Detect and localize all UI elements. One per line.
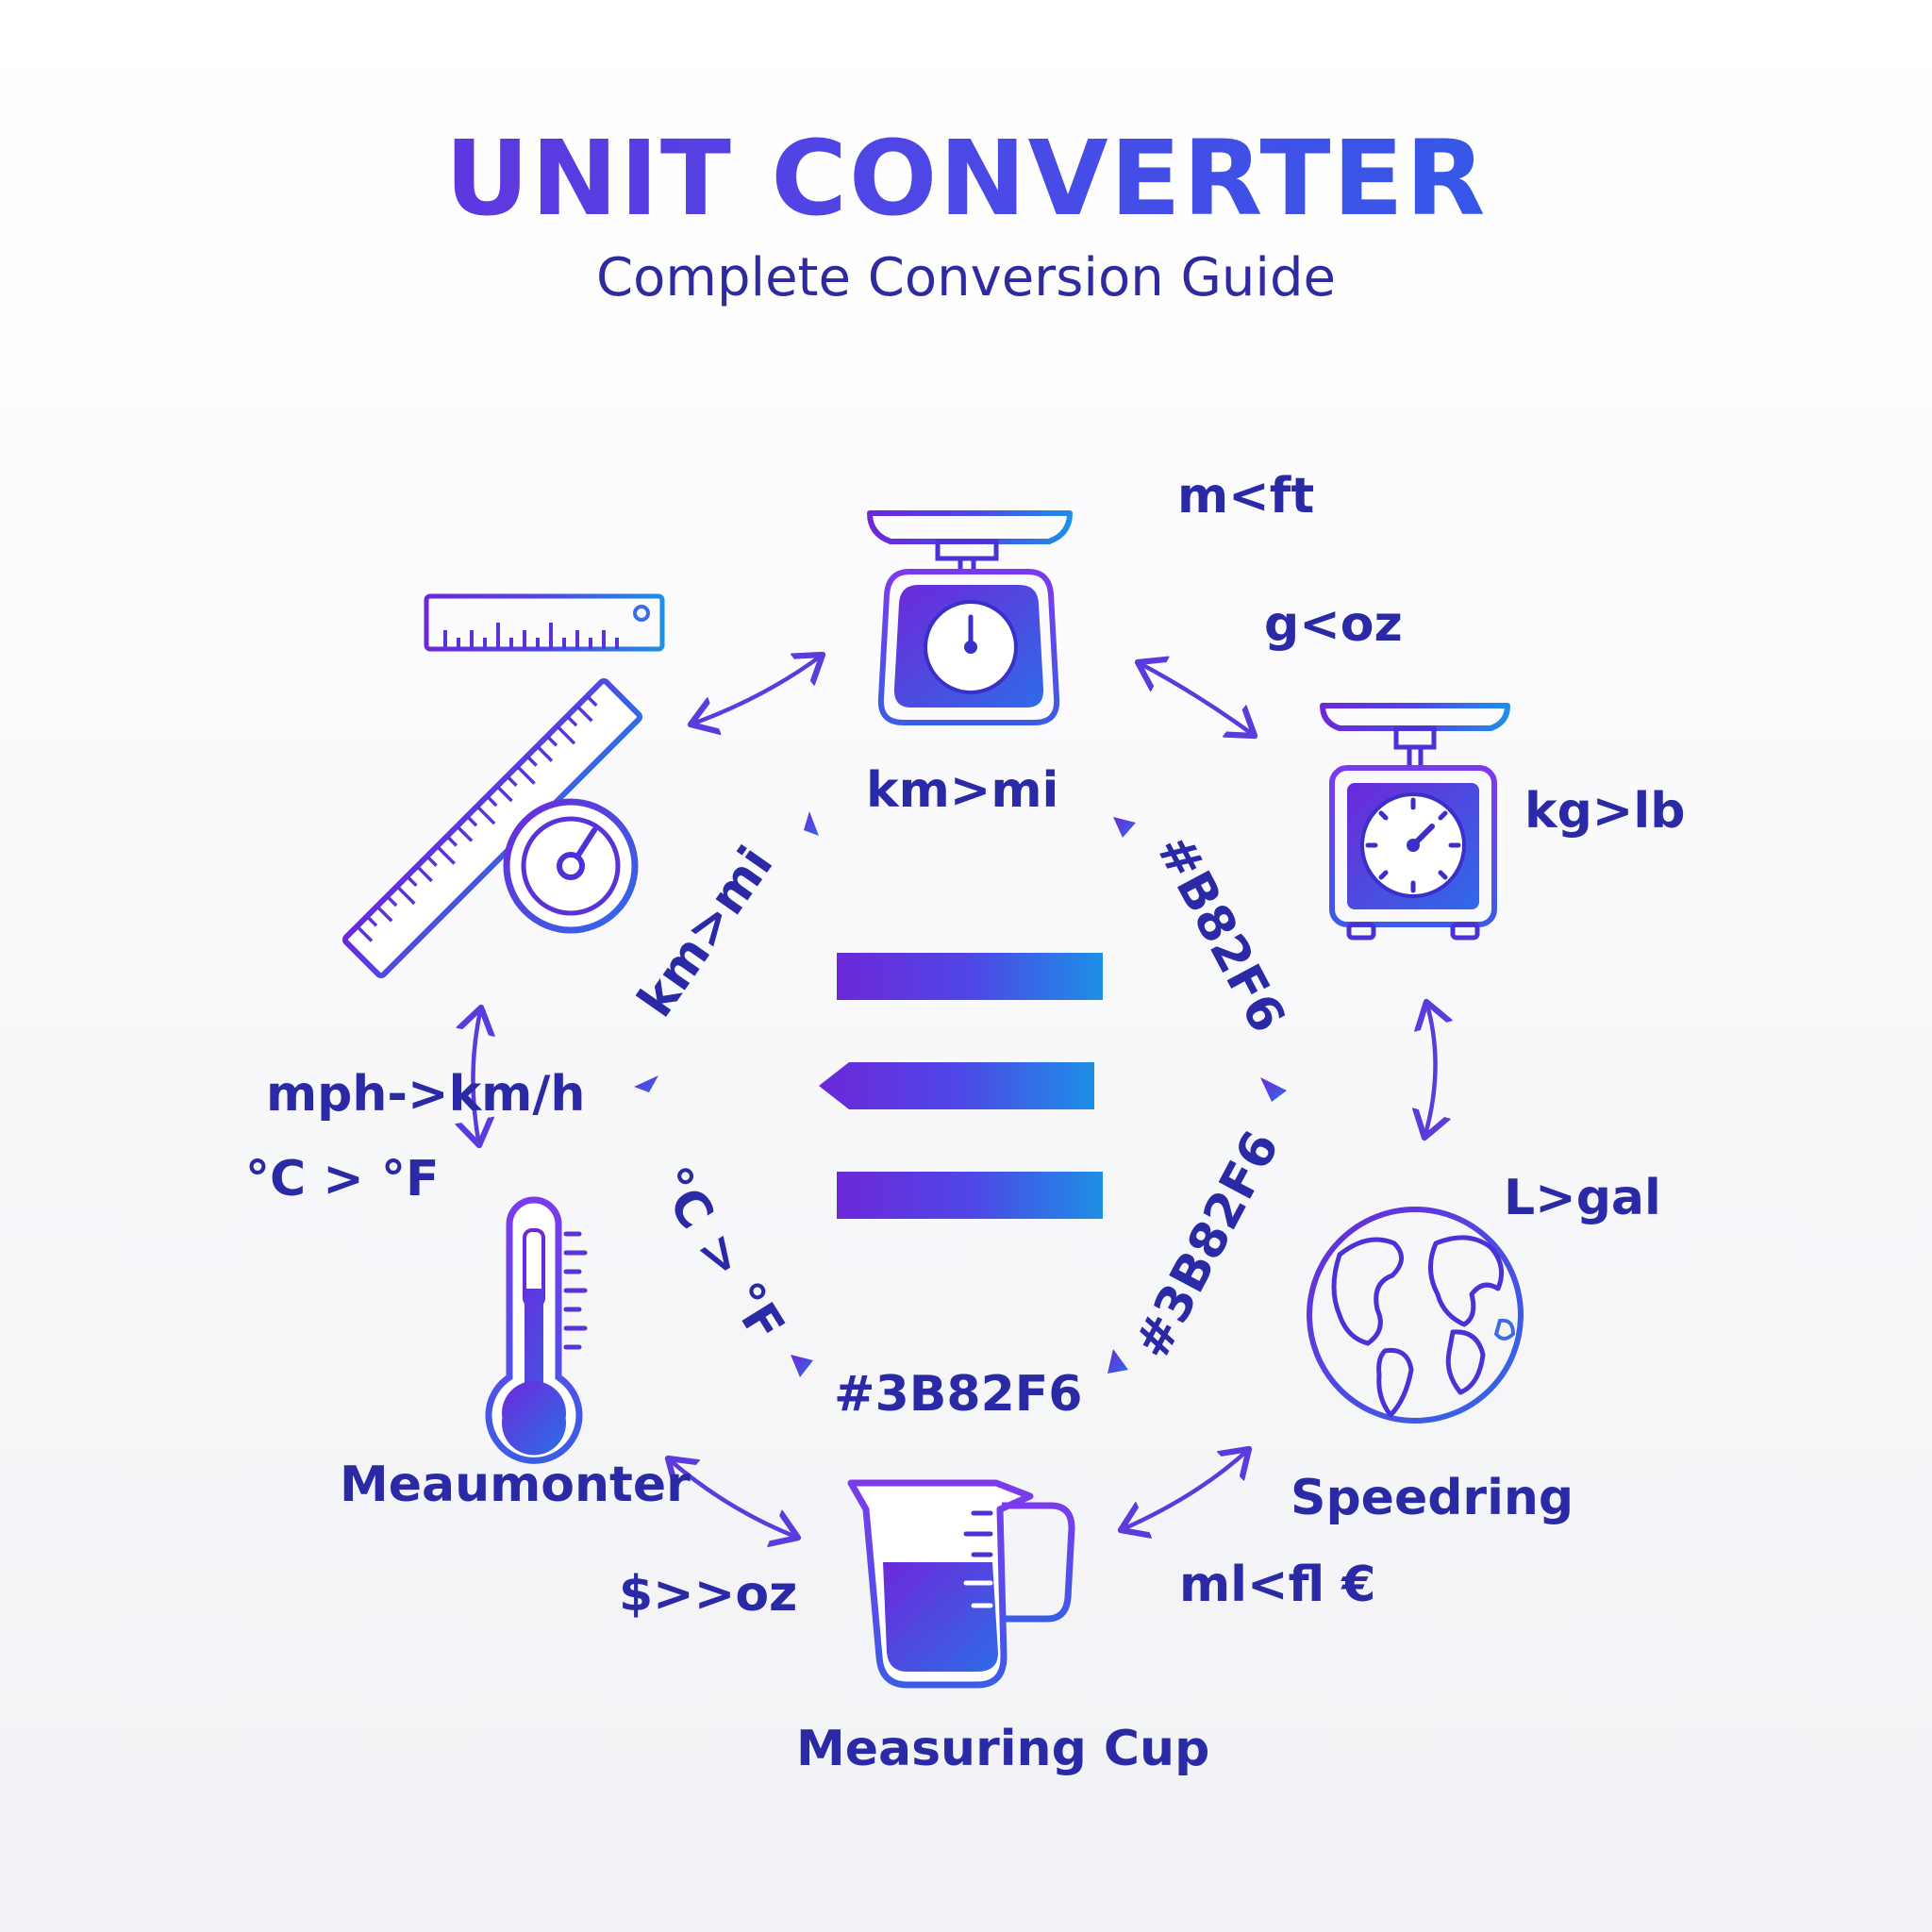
hamburger-menu-icon	[819, 953, 1103, 1219]
connector-arrows	[473, 655, 1435, 1538]
label-km-mi-left: km>mi	[609, 837, 802, 1027]
label-hex-right-upper: #B82F6	[1113, 826, 1327, 1042]
ruler-gauge-icon	[341, 677, 643, 979]
label-c-f-inner: °C > °F	[623, 1158, 816, 1352]
dial-scale-icon	[1320, 703, 1510, 941]
label-meaumonter: Meaumonter	[340, 1457, 691, 1513]
measuring-cup-icon	[847, 1479, 1075, 1689]
flat-ruler-icon	[424, 593, 665, 652]
label-dollar-oz: $>>oz	[619, 1566, 798, 1623]
label-km-mi-top: km>mi	[866, 762, 1059, 819]
label-m-ft: m<ft	[1177, 468, 1315, 525]
inner-ring-arrowheads	[634, 811, 1287, 1377]
page-subtitle: Complete Conversion Guide	[596, 247, 1336, 308]
label-speedring: Speedring	[1291, 1470, 1574, 1526]
label-measuring-cup: Measuring Cup	[796, 1721, 1210, 1777]
page-title: UNIT CONVERTER	[0, 118, 1932, 239]
label-mph-kmh: mph->km/h	[266, 1066, 586, 1123]
label-c-f-left: °C > °F	[245, 1151, 440, 1208]
thermometer-icon	[485, 1196, 588, 1464]
globe-icon	[1307, 1207, 1524, 1424]
label-kg-lb: kg>lb	[1524, 783, 1686, 840]
label-l-gal: L>gal	[1504, 1170, 1661, 1226]
label-hex-right-lower: #3B82F6	[1083, 1123, 1331, 1369]
kitchen-scale-icon	[867, 510, 1073, 725]
label-g-oz: g<oz	[1264, 596, 1403, 653]
label-hex-bottom: #3B82F6	[834, 1366, 1083, 1423]
label-ml-fl: ml<fl €	[1179, 1557, 1376, 1613]
